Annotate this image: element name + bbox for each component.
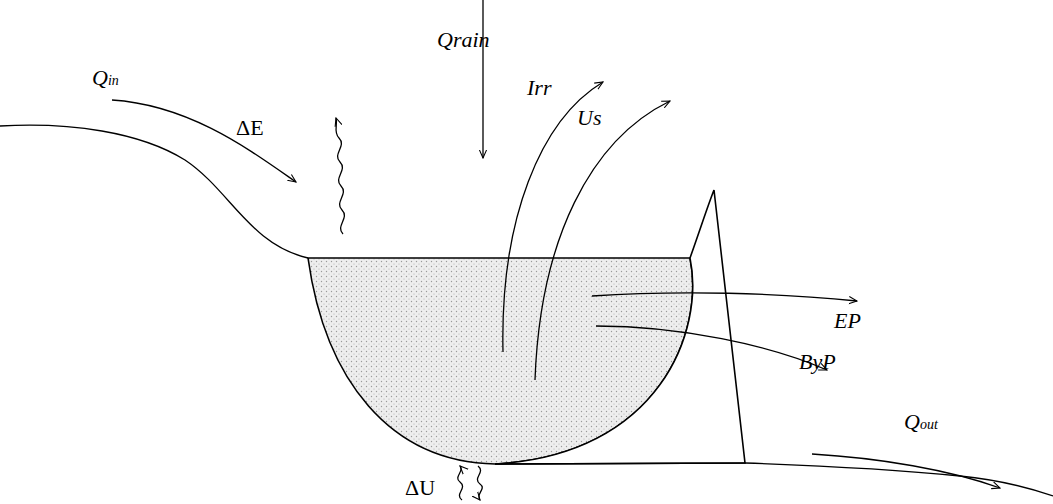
byp-arrow [596, 326, 827, 370]
outflow-label: Qout [904, 410, 938, 434]
seepage-label: ΔU [405, 476, 435, 500]
seepage-down-arrow [477, 466, 482, 500]
use-label: Us [577, 106, 601, 130]
rain-arrow [482, 0, 483, 158]
dam-base [495, 463, 745, 464]
upstream-bank [0, 125, 308, 258]
evaporation-label: ΔE [236, 116, 264, 140]
byp-label: ByP [799, 350, 836, 374]
use-arrow [535, 101, 670, 380]
irrigation-arrow [503, 82, 603, 352]
inflow-arrow [112, 100, 296, 182]
inflow-label: Qin [92, 66, 119, 90]
seepage-up-arrow [458, 466, 463, 500]
irrigation-label: Irr [527, 76, 551, 100]
outflow-arrow [812, 454, 1000, 488]
rain-label: Qrain [437, 28, 490, 52]
ep-arrow [592, 293, 857, 301]
downstream-bank [745, 463, 1053, 496]
ep-label: EP [834, 309, 861, 333]
evaporation-arrow [336, 118, 345, 234]
